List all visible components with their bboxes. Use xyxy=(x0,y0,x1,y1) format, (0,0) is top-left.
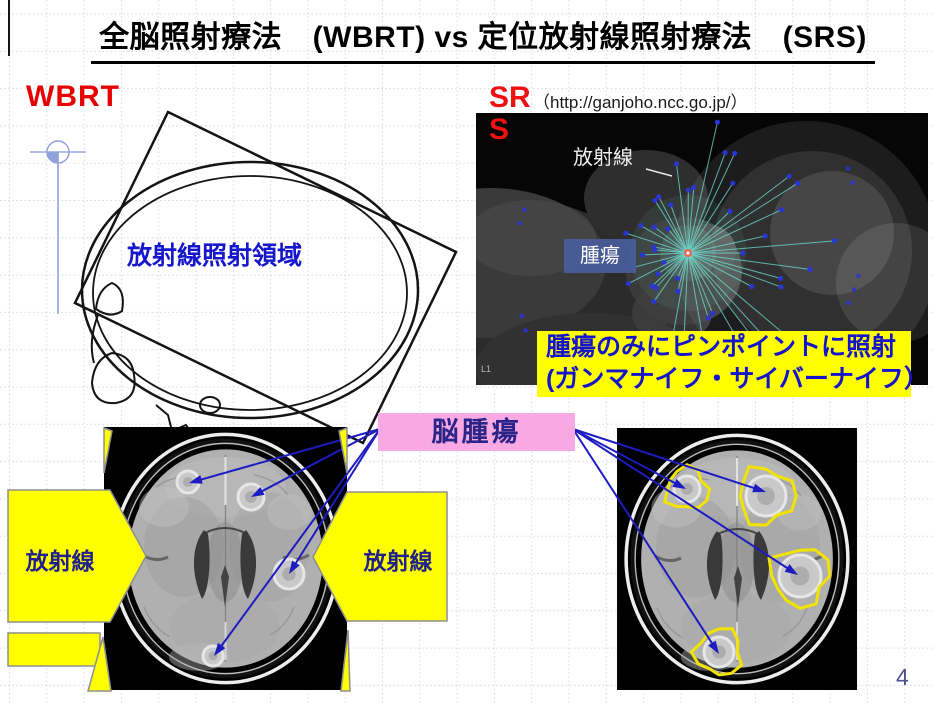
title-container: 全脳照射療法 (WBRT) vs 定位放射線照射療法 (SRS) xyxy=(54,12,912,64)
caption-line-1: 腫瘍のみにピンポイントに照射 xyxy=(546,333,897,361)
page-title: 全脳照射療法 (WBRT) vs 定位放射線照射療法 (SRS) xyxy=(91,12,875,64)
page-number: 4 xyxy=(896,664,909,690)
wbrt-label: WBRT xyxy=(26,80,120,113)
registration-mark-icon xyxy=(30,140,86,314)
brain-tumor-box: 脳腫瘍 xyxy=(378,413,575,451)
srs-label: SRS xyxy=(489,81,531,146)
tumor-chip-label: 腫瘍 xyxy=(564,239,636,273)
wbrt-skull-drawing xyxy=(73,110,458,450)
crop-mark xyxy=(8,0,10,56)
caption-line-2: (ガンマナイフ・サイバーナイフ） xyxy=(546,365,929,393)
right-radiation-label: 放射線 xyxy=(363,548,433,574)
beam-label: 放射線 xyxy=(573,147,633,169)
radiation-field-label: 放射線照射領域 xyxy=(127,242,303,270)
left-radiation-label: 放射線 xyxy=(25,548,95,574)
source-url: （http://ganjoho.ncc.go.jp/） xyxy=(533,93,748,112)
ct-scan-wbrt xyxy=(104,427,347,690)
corner-marker-label: L1 xyxy=(481,364,492,374)
srs-caption-box: 腫瘍のみにピンポイントに照射 (ガンマナイフ・サイバーナイフ） xyxy=(537,331,929,397)
